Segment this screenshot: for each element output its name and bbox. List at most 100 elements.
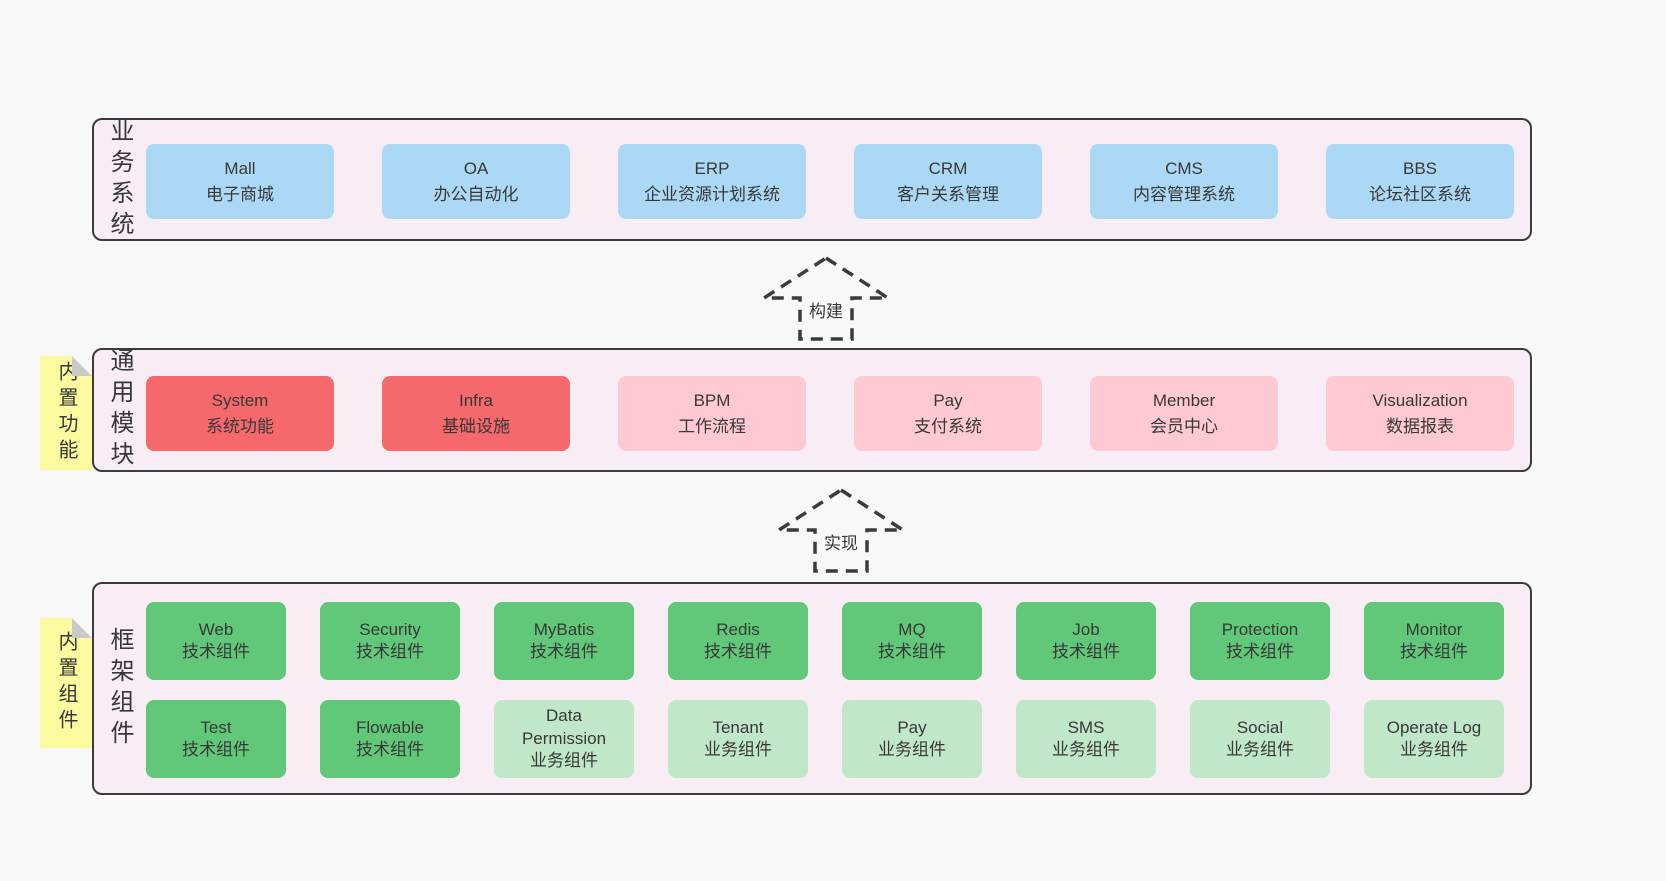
box-subtitle: 业务组件 bbox=[704, 740, 772, 759]
box-subtitle: 技术组件 bbox=[182, 642, 250, 661]
component-box: SMS 业务组件 bbox=[1016, 700, 1156, 778]
component-box: Data Permission 业务组件 bbox=[494, 700, 634, 778]
band-business-systems: 业务系统 Mall 电子商城 OA 办公自动化 ERP 企业资源计划系统 bbox=[92, 117, 1532, 242]
build-arrow: 构建 bbox=[754, 255, 898, 343]
box-title: Pay bbox=[897, 717, 927, 737]
component-box: Job 技术组件 bbox=[1016, 602, 1156, 680]
arrow-label-build: 构建 bbox=[805, 296, 847, 323]
box-title: Flowable bbox=[355, 717, 425, 737]
component-box: Operate Log 业务组件 bbox=[1364, 700, 1504, 778]
component-box: Web 技术组件 bbox=[146, 602, 286, 680]
folded-corner-icon bbox=[72, 356, 92, 376]
band-label-common-modules: 通用模块 bbox=[106, 348, 133, 472]
box-title: System bbox=[211, 391, 269, 410]
box-subtitle: 业务组件 bbox=[878, 740, 946, 759]
box-subtitle: 办公自动化 bbox=[433, 184, 519, 204]
box-subtitle: 内容管理系统 bbox=[1133, 184, 1235, 204]
component-box: Tenant 业务组件 bbox=[668, 700, 808, 778]
component-box: Security 技术组件 bbox=[320, 602, 460, 680]
box-subtitle: 业务组件 bbox=[1226, 740, 1294, 759]
component-box: Flowable 技术组件 bbox=[320, 700, 460, 778]
box-subtitle: 技术组件 bbox=[356, 642, 424, 661]
band-label-framework-components: 框架组件 bbox=[106, 626, 133, 751]
framework-components-row-1: Web 技术组件 Security 技术组件 MyBatis 技术组件 Redi… bbox=[146, 602, 1504, 680]
box-title: Web bbox=[198, 619, 234, 639]
box-subtitle: 技术组件 bbox=[1400, 642, 1468, 661]
sticky-note-built-in-components: 内置组件 bbox=[40, 618, 92, 748]
sticky-note-label: 内置组件 bbox=[55, 631, 77, 735]
system-box: OA 办公自动化 bbox=[382, 144, 570, 219]
box-subtitle: 技术组件 bbox=[1052, 642, 1120, 661]
component-box: Pay 业务组件 bbox=[842, 700, 982, 778]
system-box: CRM 客户关系管理 bbox=[854, 144, 1042, 219]
box-subtitle: 数据报表 bbox=[1386, 416, 1454, 436]
box-title: CRM bbox=[928, 159, 968, 178]
sticky-note-label: 内置功能 bbox=[55, 361, 77, 465]
box-subtitle: 技术组件 bbox=[530, 642, 598, 661]
box-title: OA bbox=[463, 159, 489, 178]
system-box: BBS 论坛社区系统 bbox=[1326, 144, 1514, 219]
box-title: Mall bbox=[224, 159, 256, 178]
box-subtitle: 支付系统 bbox=[914, 416, 982, 436]
module-box: System 系统功能 bbox=[146, 376, 334, 451]
module-box: Pay 支付系统 bbox=[854, 376, 1042, 451]
box-subtitle: 技术组件 bbox=[704, 642, 772, 661]
box-subtitle: 业务组件 bbox=[1400, 740, 1468, 759]
box-subtitle: 企业资源计划系统 bbox=[644, 184, 780, 204]
box-title: Job bbox=[1072, 619, 1100, 639]
component-box: Test 技术组件 bbox=[146, 700, 286, 778]
system-box: CMS 内容管理系统 bbox=[1090, 144, 1278, 219]
box-subtitle: 会员中心 bbox=[1150, 416, 1218, 436]
band-label-business-systems: 业务系统 bbox=[106, 117, 133, 242]
box-title: ERP bbox=[694, 159, 730, 178]
box-subtitle: 技术组件 bbox=[878, 642, 946, 661]
box-title: MQ bbox=[898, 619, 926, 639]
component-box: Social 业务组件 bbox=[1190, 700, 1330, 778]
component-box: Redis 技术组件 bbox=[668, 602, 808, 680]
box-title: BBS bbox=[1402, 159, 1438, 178]
box-title: Pay bbox=[933, 391, 963, 410]
box-subtitle: 电子商城 bbox=[206, 184, 274, 204]
box-subtitle: 技术组件 bbox=[182, 740, 250, 759]
band-common-modules: 通用模块 System 系统功能 Infra 基础设施 BPM 工作流程 bbox=[92, 348, 1532, 472]
box-title: Operate Log bbox=[1386, 717, 1482, 737]
box-title: Data Permission bbox=[521, 706, 607, 748]
box-subtitle: 系统功能 bbox=[206, 416, 274, 436]
box-subtitle: 基础设施 bbox=[442, 416, 510, 436]
business-systems-row: Mall 电子商城 OA 办公自动化 ERP 企业资源计划系统 CRM 客户关系… bbox=[146, 144, 1514, 219]
box-title: Security bbox=[359, 619, 421, 639]
box-title: Redis bbox=[716, 619, 760, 639]
box-title: Monitor bbox=[1405, 619, 1463, 639]
box-subtitle: 论坛社区系统 bbox=[1369, 184, 1471, 204]
box-title: Infra bbox=[458, 391, 494, 410]
system-box: ERP 企业资源计划系统 bbox=[618, 144, 806, 219]
box-title: Visualization bbox=[1372, 391, 1468, 410]
box-subtitle: 业务组件 bbox=[530, 751, 598, 771]
module-box: BPM 工作流程 bbox=[618, 376, 806, 451]
box-subtitle: 技术组件 bbox=[356, 740, 424, 759]
component-box: Protection 技术组件 bbox=[1190, 602, 1330, 680]
box-title: SMS bbox=[1067, 717, 1105, 737]
system-box: Mall 电子商城 bbox=[146, 144, 334, 219]
box-subtitle: 技术组件 bbox=[1226, 642, 1294, 661]
box-title: Protection bbox=[1221, 619, 1299, 639]
component-box: Monitor 技术组件 bbox=[1364, 602, 1504, 680]
common-modules-row: System 系统功能 Infra 基础设施 BPM 工作流程 Pay 支付系统 bbox=[146, 376, 1514, 451]
arrow-label-implement: 实现 bbox=[820, 528, 862, 555]
folded-corner-icon bbox=[72, 618, 92, 638]
box-subtitle: 业务组件 bbox=[1052, 740, 1120, 759]
sticky-note-built-in-features: 内置功能 bbox=[40, 356, 92, 470]
box-title: Member bbox=[1152, 391, 1216, 410]
module-box: Member 会员中心 bbox=[1090, 376, 1278, 451]
box-title: Test bbox=[200, 717, 232, 737]
framework-components-row-2: Test 技术组件 Flowable 技术组件 Data Permission … bbox=[146, 700, 1504, 778]
implement-arrow: 实现 bbox=[769, 487, 913, 575]
module-box: Infra 基础设施 bbox=[382, 376, 570, 451]
band-framework-components: 框架组件 Web 技术组件 Security 技术组件 MyBatis 技术组件 bbox=[92, 582, 1532, 795]
box-title: Social bbox=[1236, 717, 1284, 737]
box-title: CMS bbox=[1165, 159, 1203, 178]
box-title: MyBatis bbox=[533, 619, 595, 639]
component-box: MQ 技术组件 bbox=[842, 602, 982, 680]
component-box: MyBatis 技术组件 bbox=[494, 602, 634, 680]
box-title: Tenant bbox=[712, 717, 764, 737]
